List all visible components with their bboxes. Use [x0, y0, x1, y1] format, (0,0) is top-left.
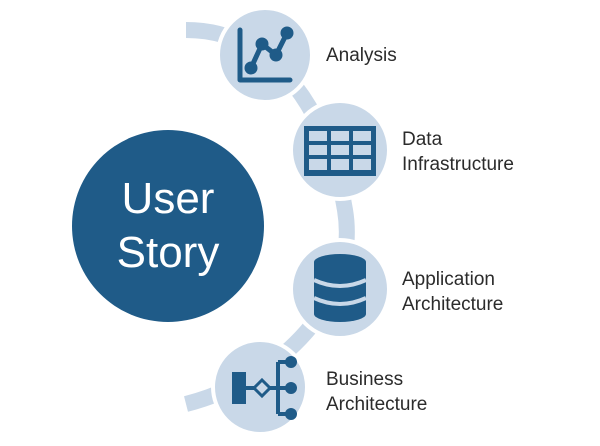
label-business-architecture: Business Architecture — [326, 367, 427, 417]
node-data-infrastructure — [289, 99, 391, 201]
hub-label: User Story — [68, 172, 268, 280]
label-line: Business — [326, 369, 404, 390]
label-line: Architecture — [402, 294, 504, 315]
node-business-architecture — [211, 338, 309, 436]
line-chart-icon — [237, 26, 294, 83]
label-data-infrastructure: Data Infrastructure — [402, 127, 514, 177]
node-application-architecture — [289, 238, 391, 340]
label-line: Analysis — [326, 45, 397, 66]
node-circle — [216, 6, 314, 104]
hub-label-line1: User — [121, 174, 215, 223]
label-line: Architecture — [326, 394, 428, 415]
label-line: Data — [402, 129, 443, 150]
label-line: Infrastructure — [402, 154, 514, 175]
hub-label-line2: Story — [116, 228, 220, 277]
label-application-architecture: Application Architecture — [402, 267, 503, 317]
label-analysis: Analysis — [326, 43, 397, 68]
database-icon — [313, 254, 367, 322]
node-analysis — [216, 6, 314, 104]
process-flow-icon — [232, 356, 297, 420]
hub-circle — [72, 130, 264, 322]
table-grid-icon — [304, 126, 376, 176]
label-line: Application — [402, 269, 495, 290]
